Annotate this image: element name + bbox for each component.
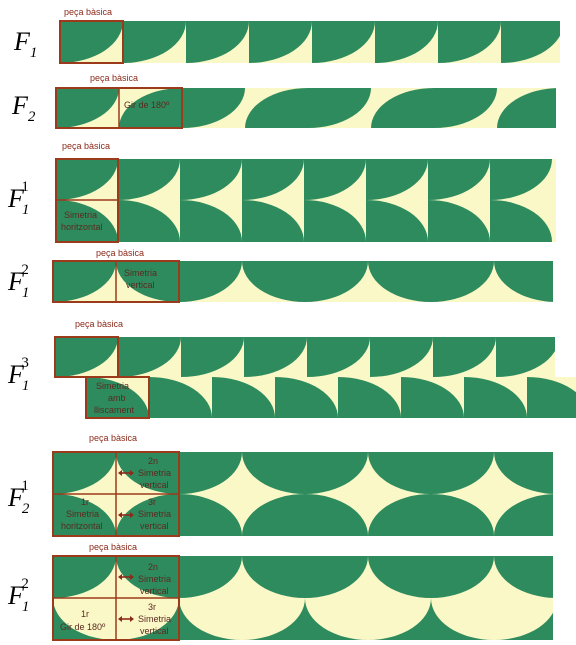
strip-pattern [53,556,553,640]
glide-piece-frame [85,376,150,419]
strip-pattern [56,88,556,128]
symmetry-note: Simetria [124,268,157,278]
symmetry-note: Simetria [64,210,97,220]
row-label: F13 [7,355,29,394]
basic-piece-caption: peça bàsica [89,433,137,443]
basic-piece-caption: peça bàsica [89,542,137,552]
symmetry-note: lliscament [94,405,135,415]
frieze-row-6: peça bàsica 2n Simetria vertical 1r Sime… [7,433,553,537]
step-note: horitzontal [61,521,103,531]
symmetry-note: Simetria [96,381,129,391]
step-note: Gir de 180º [60,622,106,632]
basic-piece-caption: peça bàsica [64,7,112,17]
strip-pattern [53,261,553,302]
step-note: Simetria [66,509,99,519]
strip-pattern [56,159,552,242]
row-label: F12 [7,262,29,301]
frieze-row-1: peça bàsica F1 [13,7,560,64]
frieze-row-7: peça bàsica 2n Simetria vertical 1r Gir … [7,542,553,641]
step-note: 2n [148,456,158,466]
step-note: vertical [140,521,169,531]
frieze-row-3: peça bàsica Simetria horitzontal F11 [7,141,556,243]
strip-pattern [55,337,555,377]
step-note: Simetria [138,509,171,519]
row-label: F12 [7,576,29,615]
transform-arrow-icon [118,470,134,518]
strip-pattern [53,452,553,536]
step-note: Simetria [138,614,171,624]
strip-pattern [60,21,560,63]
symmetry-note: vertical [126,280,155,290]
frieze-row-2: peça bàsica Gir de 180º F2 [11,73,556,129]
rotation-note: Gir de 180º [124,100,170,110]
step-note: 1r [81,497,89,507]
step-note: Simetria [138,468,171,478]
symmetry-note: horitzontal [61,222,103,232]
row-label: F11 [7,179,29,218]
step-note: vertical [140,626,169,636]
strip-pattern [86,377,576,418]
row-label: F2 [11,91,36,125]
symmetry-note: amb [108,393,126,403]
frieze-row-5: peça bàsica Simetria amb lliscament F13 [7,319,576,419]
step-note: 3r [148,497,156,507]
basic-piece-caption: peça bàsica [62,141,110,151]
basic-piece-caption: peça bàsica [90,73,138,83]
row-label: F1 [13,27,37,61]
step-note: 1r [81,609,89,619]
basic-piece-caption: peça bàsica [75,319,123,329]
basic-piece-frame [59,20,124,64]
step-note: vertical [140,480,169,490]
basic-piece-caption: peça bàsica [96,248,144,258]
frieze-row-4: peça bàsica Simetria vertical F12 [7,248,553,303]
step-note: Simetria [138,574,171,584]
step-note: vertical [140,586,169,596]
step-note: 2n [148,562,158,572]
transform-arrow-icon [118,574,134,622]
row-label: F21 [7,478,30,517]
step-note: 3r [148,602,156,612]
